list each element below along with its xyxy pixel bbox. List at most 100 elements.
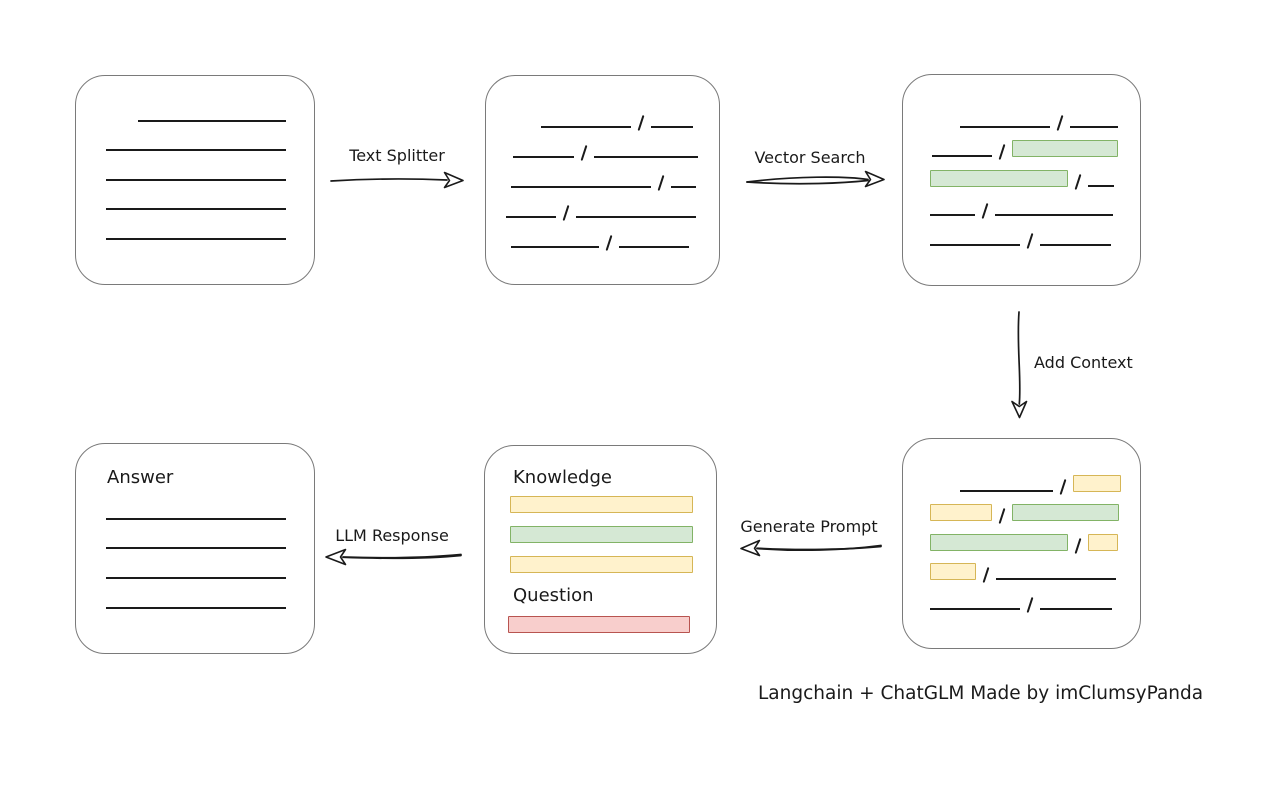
text-line <box>651 126 694 128</box>
text-line <box>511 246 599 248</box>
text-line <box>1040 607 1113 610</box>
answer-lines <box>76 444 314 609</box>
chunk-row <box>506 218 719 251</box>
llm-response-label: LLM Response <box>335 526 449 545</box>
text-line <box>594 156 699 158</box>
text-line <box>511 186 651 188</box>
text-line <box>930 214 975 217</box>
text-line <box>995 214 1114 217</box>
add-context-label: Add Context <box>1034 353 1133 372</box>
context-chunks-node <box>902 438 1141 649</box>
text-line <box>996 578 1117 581</box>
text-line <box>106 547 286 550</box>
matched-chunk-lines <box>903 75 1140 249</box>
text-line <box>106 237 286 240</box>
chunk-row <box>506 158 719 191</box>
yellow-chunk <box>1088 533 1119 551</box>
chunk-row <box>510 526 693 543</box>
text-line <box>1088 184 1115 187</box>
chunk-row <box>106 122 314 151</box>
chunk-row <box>106 210 314 240</box>
caption: Langchain + ChatGLM Made by imClumsyPand… <box>758 683 1204 704</box>
text-line <box>138 119 286 122</box>
green-chunk <box>930 169 1068 187</box>
red-chunk <box>508 616 690 633</box>
green-chunk <box>1012 504 1120 522</box>
text-line <box>576 216 697 218</box>
chunk-row <box>106 151 314 181</box>
generate-prompt-label: Generate Prompt <box>740 517 878 536</box>
chunk-row <box>930 521 1140 554</box>
context-chunk-lines <box>903 439 1140 613</box>
chunk-row <box>930 580 1140 613</box>
generate-prompt-arrow <box>740 539 882 557</box>
document-node <box>75 75 315 285</box>
knowledge-bars <box>510 496 693 573</box>
text-line <box>960 489 1053 492</box>
add-context-arrow <box>1011 311 1028 419</box>
text-line <box>671 186 697 188</box>
text-line <box>106 149 286 151</box>
text-line <box>513 156 574 158</box>
chunk-row <box>510 556 693 573</box>
yellow-chunk <box>930 504 992 522</box>
chunk-row <box>508 616 690 633</box>
answer-node: Answer <box>75 443 315 654</box>
chunk-row <box>106 520 314 550</box>
chunk-row <box>930 462 1140 495</box>
text-line <box>619 246 690 248</box>
text-line <box>1040 243 1112 246</box>
answer-label: Answer <box>107 467 174 488</box>
chunk-row <box>106 579 314 609</box>
slash-separator <box>1026 233 1034 249</box>
chunk-row <box>930 492 1140 525</box>
llm-response-arrow <box>325 548 462 566</box>
chunk-row <box>106 181 314 210</box>
yellow-chunk <box>1073 474 1122 492</box>
green-chunk <box>930 533 1068 551</box>
matched-chunks-node <box>902 74 1141 286</box>
text-line <box>106 178 286 181</box>
slash-separator <box>605 235 613 251</box>
chunk-row <box>930 551 1140 584</box>
yellow-chunk <box>510 496 693 513</box>
text-line <box>541 126 631 128</box>
text-line <box>106 577 286 580</box>
vector-search-arrow <box>746 170 885 188</box>
text-line <box>106 208 286 210</box>
text-splitter-label: Text Splitter <box>349 146 445 165</box>
chunk-row <box>930 187 1140 220</box>
chunk-row <box>106 92 314 122</box>
text-line <box>506 216 556 218</box>
split-chunks-node <box>485 75 720 285</box>
chunk-row <box>930 216 1140 249</box>
text-line <box>932 155 992 158</box>
question-label: Question <box>513 585 594 606</box>
text-splitter-arrow <box>330 171 464 189</box>
text-line <box>960 125 1050 128</box>
chunk-row <box>506 128 719 161</box>
document-lines <box>76 76 314 240</box>
chunk-row <box>510 496 693 513</box>
chunk-row <box>106 549 314 580</box>
text-line <box>1070 125 1119 128</box>
text-line <box>930 607 1020 610</box>
slash-separator <box>1026 597 1034 613</box>
chunk-row <box>930 98 1140 131</box>
chunk-row <box>506 188 719 221</box>
text-line <box>106 517 286 520</box>
yellow-chunk <box>930 563 976 581</box>
knowledge-label: Knowledge <box>513 467 612 488</box>
chunk-row <box>930 157 1140 190</box>
green-chunk <box>1012 140 1119 158</box>
chunk-row <box>106 490 314 520</box>
vector-search-label: Vector Search <box>754 148 866 167</box>
prompt-node: Knowledge Question <box>484 445 717 654</box>
yellow-chunk <box>510 556 693 573</box>
green-chunk <box>510 526 693 543</box>
chunk-row <box>930 128 1140 161</box>
split-chunk-lines <box>486 76 719 251</box>
text-line <box>106 606 286 609</box>
text-line <box>930 243 1020 246</box>
